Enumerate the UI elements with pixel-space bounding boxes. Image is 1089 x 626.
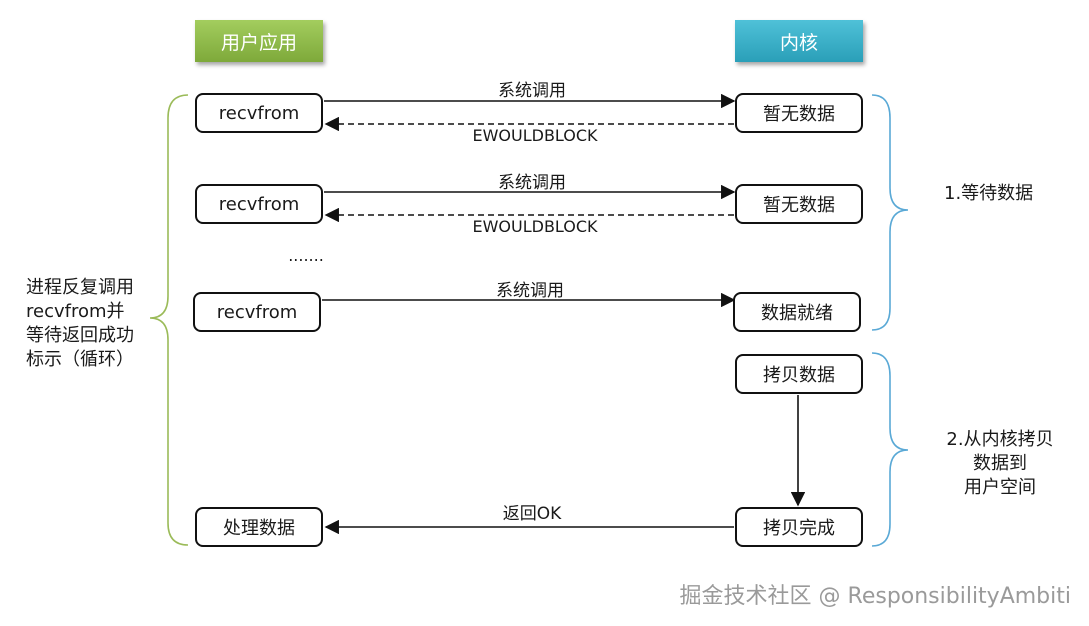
syscall-label-2: 系统调用 <box>498 173 566 193</box>
phase2-line-2: 数据到 <box>973 453 1027 474</box>
return-ok-label: 返回OK <box>502 504 562 524</box>
no-data-box-1: 暂无数据 <box>735 93 863 133</box>
phase1-label: 1.等待数据 <box>944 183 1034 204</box>
recvfrom-box-2: recvfrom <box>195 184 323 224</box>
syscall-label-1: 系统调用 <box>498 81 566 101</box>
phase2-label: 2.从内核拷贝 数据到 用户空间 <box>938 428 1062 500</box>
left-note-line-2: recvfrom并 <box>26 301 125 322</box>
right-brace-phase2 <box>871 352 909 547</box>
left-note-line-3: 等待返回成功 <box>26 325 134 346</box>
user-app-header: 用户应用 <box>195 20 323 62</box>
phase2-line-3: 用户空间 <box>964 477 1036 498</box>
kernel-header: 内核 <box>735 20 863 62</box>
left-note: 进程反复调用 recvfrom并 等待返回成功 标示（循环） <box>26 276 134 372</box>
right-brace-phase1 <box>871 94 909 331</box>
data-ready-box: 数据就绪 <box>733 292 861 332</box>
ewouldblock-label-2: EWOULDBLOCK <box>472 217 598 236</box>
watermark: 掘金技术社区 @ ResponsibilityAmbiti <box>679 584 1071 609</box>
left-brace <box>149 94 189 546</box>
recvfrom-box-3: recvfrom <box>193 292 321 332</box>
ellipsis: ....... <box>288 246 324 265</box>
phase2-line-1: 2.从内核拷贝 <box>946 429 1054 450</box>
ewouldblock-label-1: EWOULDBLOCK <box>472 126 598 145</box>
copy-data-box: 拷贝数据 <box>735 354 863 394</box>
copy-done-box: 拷贝完成 <box>735 507 863 547</box>
syscall-label-3: 系统调用 <box>496 281 564 301</box>
left-note-line-1: 进程反复调用 <box>26 277 134 298</box>
recvfrom-box-1: recvfrom <box>195 93 323 133</box>
left-note-line-4: 标示（循环） <box>26 349 134 370</box>
no-data-box-2: 暂无数据 <box>735 184 863 224</box>
process-data-box: 处理数据 <box>195 507 323 547</box>
